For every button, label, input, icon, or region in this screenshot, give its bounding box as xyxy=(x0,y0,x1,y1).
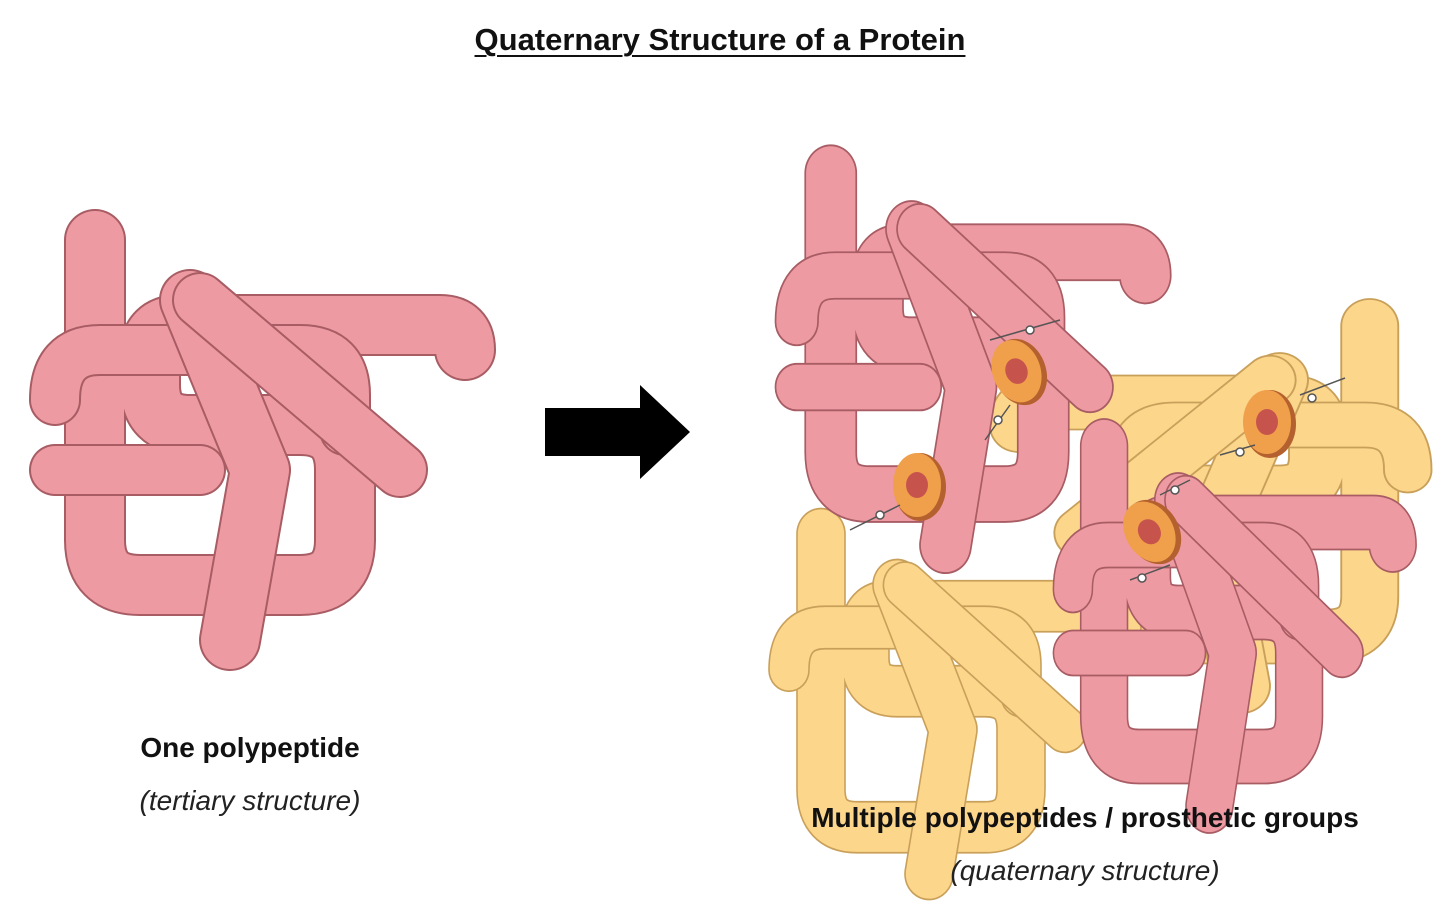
right-label: Multiple polypeptides / prosthetic group… xyxy=(811,802,1359,833)
polypeptide-pink-bottom xyxy=(1073,446,1393,806)
arrow-icon xyxy=(545,385,690,479)
left-label: One polypeptide xyxy=(140,732,360,763)
single-polypeptide xyxy=(55,240,465,640)
right-sublabel: (quaternary structure) xyxy=(950,855,1220,886)
left-sublabel: (tertiary structure) xyxy=(139,785,361,816)
linker-lines xyxy=(849,319,1346,583)
diagram-title: Quaternary Structure of a Protein xyxy=(474,22,966,57)
quaternary-complex xyxy=(789,173,1408,874)
